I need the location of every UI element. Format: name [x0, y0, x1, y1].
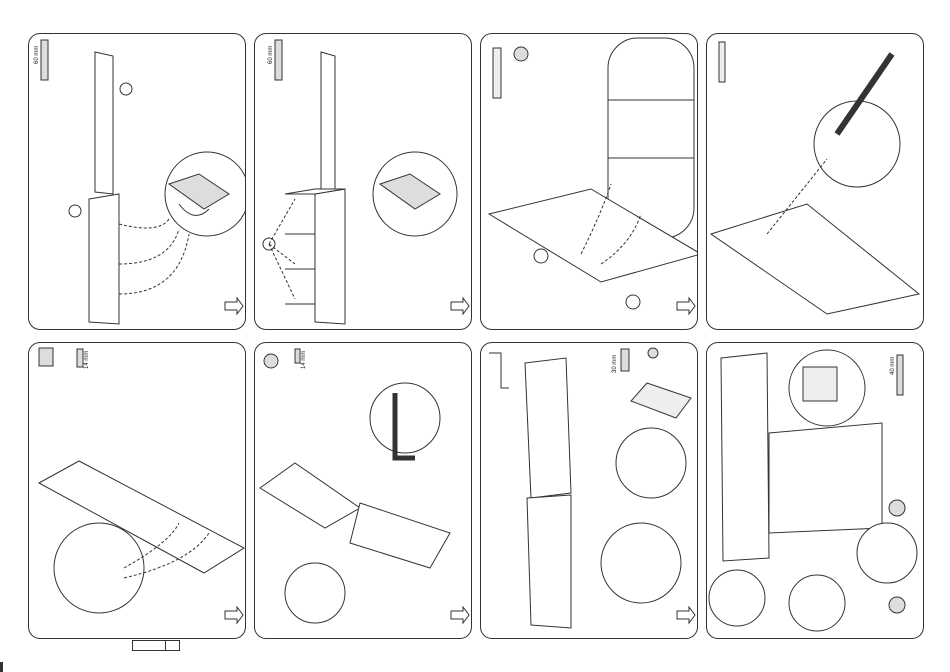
screw-icon: [621, 349, 629, 371]
arrow-next-icon: [225, 298, 243, 314]
screw-icon: [77, 349, 83, 367]
arrow-next-icon: [451, 298, 469, 314]
page-number-box: [132, 640, 180, 651]
page-box-cell: [133, 641, 166, 650]
step-2-panel: 60 mm: [254, 33, 472, 330]
screw-length-label: 40 mm: [890, 357, 896, 375]
arrow-next-icon: [225, 607, 243, 623]
dowel-icon: [493, 48, 501, 98]
allen-key-icon: [719, 42, 725, 82]
cam-lock-icon: [514, 47, 528, 61]
step-3-panel: [480, 33, 698, 330]
screw-length-label: 60 mm: [34, 46, 40, 64]
page-box-cell: [166, 641, 179, 650]
screw-icon: [275, 40, 282, 80]
screw-length-label: 14 mm: [301, 351, 307, 369]
step-1-panel: 60 mm: [28, 33, 246, 330]
step-4-panel: [706, 33, 924, 330]
step-6-panel: 14 mm: [254, 342, 472, 639]
screw-length-label: 60 mm: [268, 46, 274, 64]
screw-length-label: 30 mm: [612, 355, 618, 373]
step-3-illustration: [481, 34, 697, 329]
step-2-illustration: [255, 34, 471, 329]
screw-icon: [41, 40, 48, 80]
arrow-next-icon: [451, 607, 469, 623]
screw-icon: [295, 349, 300, 363]
arrow-next-icon: [677, 298, 695, 314]
step-1-illustration: [29, 34, 245, 329]
step-5-panel: 14 mm: [28, 342, 246, 639]
step-8-illustration: [707, 343, 923, 638]
step-7-panel: 30 mm: [480, 342, 698, 639]
corner-mark: [0, 662, 3, 672]
step-7-illustration: [481, 343, 697, 638]
screw-length-label: 14 mm: [84, 351, 90, 369]
screw-icon: [897, 355, 903, 395]
cam-lock-icon: [264, 354, 278, 368]
step-4-illustration: [707, 34, 923, 329]
bracket-icon: [39, 348, 53, 366]
step-6-illustration: [255, 343, 471, 638]
step-8-panel: 40 mm: [706, 342, 924, 639]
arrow-next-icon: [677, 607, 695, 623]
hinge-plate-icon: [489, 353, 509, 388]
step-5-illustration: [29, 343, 245, 638]
